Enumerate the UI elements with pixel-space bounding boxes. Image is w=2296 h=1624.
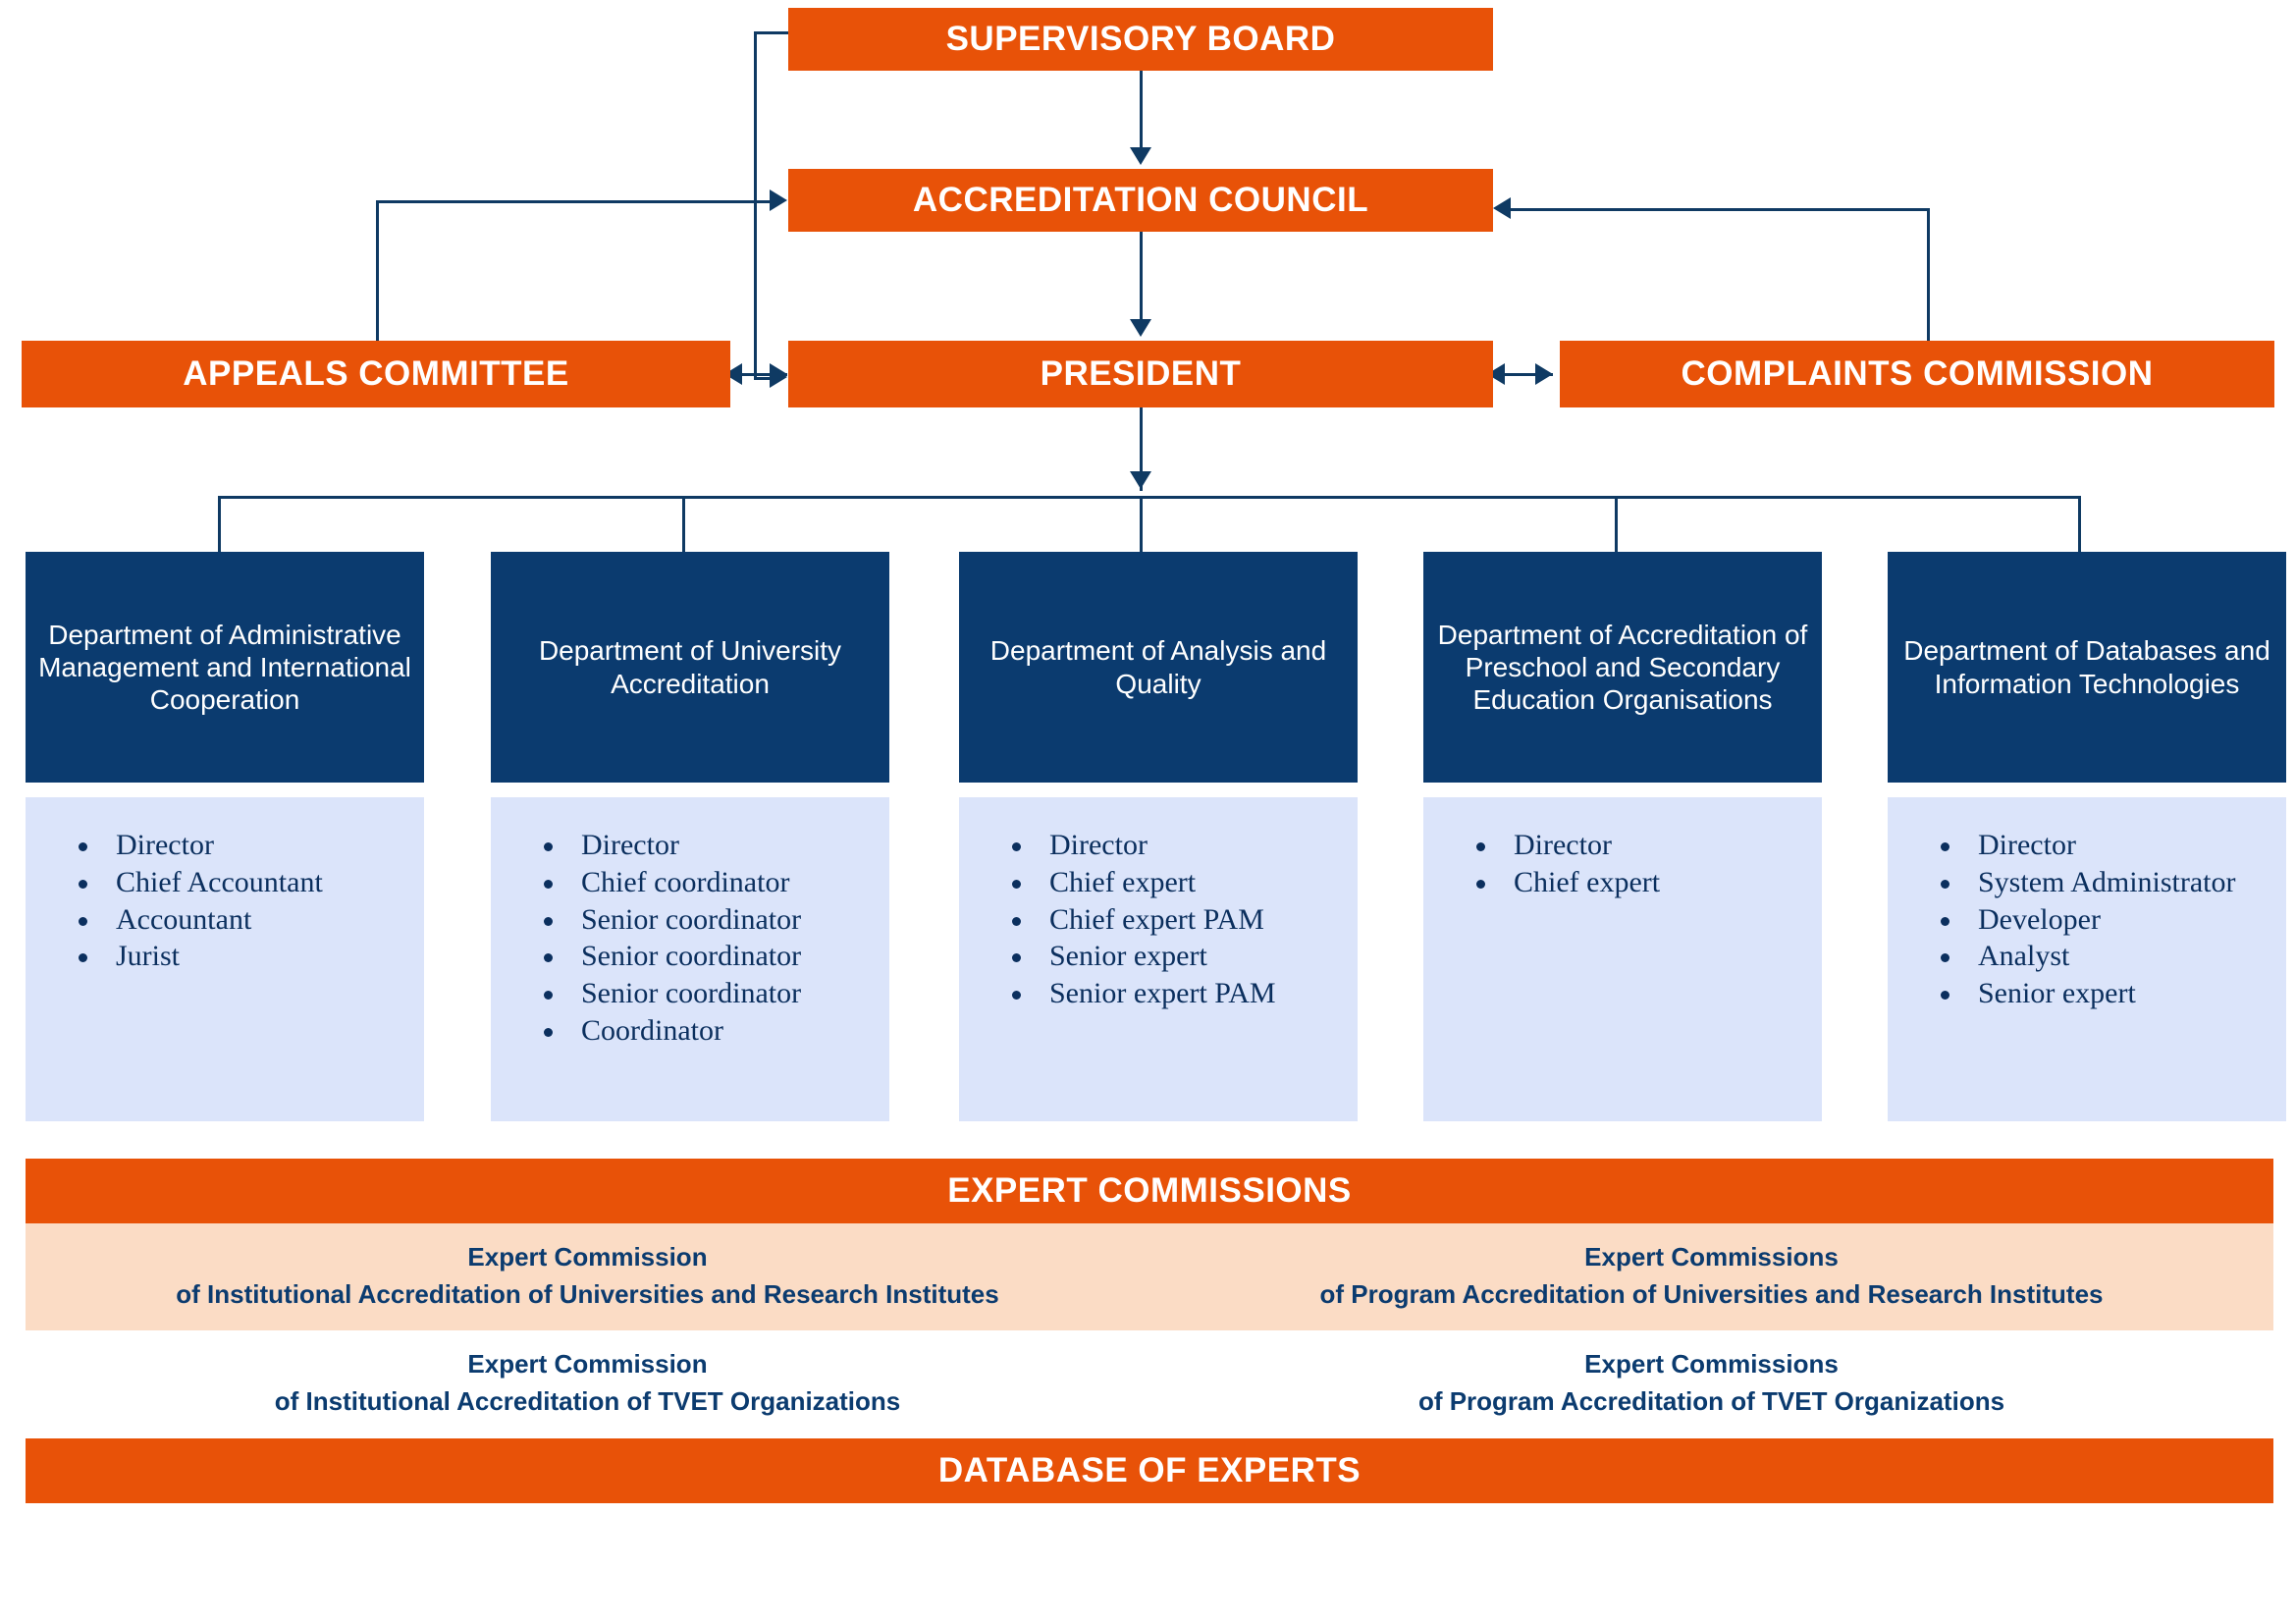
- staff-list-item: Analyst: [1941, 938, 2286, 975]
- commission-line-1: Expert Commission: [467, 1349, 708, 1380]
- connector-appeals-president: [738, 373, 787, 376]
- staff-list-item: Chief expert: [1476, 864, 1822, 901]
- staff-list-item: Director: [79, 827, 424, 864]
- connector-department-bus: [218, 496, 2078, 499]
- connector-board-to-council: [1140, 71, 1143, 147]
- staff-list-item: Chief Accountant: [79, 864, 424, 901]
- staff-list-item: Senior coordinator: [544, 975, 889, 1012]
- connector-complaints-to-council: [1510, 208, 1930, 211]
- staff-list-item: Director: [1941, 827, 2286, 864]
- arrowhead-appeals-to-council: [770, 189, 787, 211]
- connector-president-complaints: [1502, 373, 1553, 376]
- arrowhead-appeals-president-right: [770, 363, 787, 385]
- accreditation-council-box[interactable]: ACCREDITATION COUNCIL: [788, 169, 1493, 232]
- connector-council-to-president: [1140, 232, 1143, 320]
- connector-bus-to-dept-3: [1615, 496, 1618, 553]
- department-box-preschool-secondary-accreditation[interactable]: Department of Accreditation of Preschool…: [1423, 552, 1822, 783]
- president-label: PRESIDENT: [1040, 354, 1242, 393]
- appeals-committee-label: APPEALS COMMITTEE: [183, 354, 569, 393]
- arrowhead-council-to-president: [1130, 319, 1151, 337]
- arrowhead-complaints-to-council: [1493, 197, 1511, 219]
- connector-appeals-to-council: [376, 200, 772, 203]
- appeals-committee-box[interactable]: APPEALS COMMITTEE: [22, 341, 730, 407]
- arrowhead-board-to-council: [1130, 147, 1151, 165]
- commission-line-2: of Program Accreditation of TVET Organiz…: [1417, 1386, 2005, 1417]
- department-title: Department of Databases and Information …: [1903, 635, 2270, 699]
- president-box[interactable]: PRESIDENT: [788, 341, 1493, 407]
- staff-list-item: System Administrator: [1941, 864, 2286, 901]
- connector-bus-to-dept-1: [682, 496, 685, 553]
- commission-row-institutional-universities: Expert Commission of Institutional Accre…: [26, 1223, 2273, 1331]
- connector-board-left-stub: [754, 31, 791, 34]
- staff-list-item: Developer: [1941, 901, 2286, 939]
- commission-line-1: Expert Commissions: [1584, 1242, 1839, 1272]
- department-box-administrative-management[interactable]: Department of Administrative Management …: [26, 552, 424, 783]
- staff-list-item: Senior expert: [1012, 938, 1358, 975]
- arrowhead-president-down: [1130, 471, 1151, 489]
- connector-board-to-president: [754, 377, 772, 380]
- department-box-analysis-and-quality[interactable]: Department of Analysis and Quality: [959, 552, 1358, 783]
- staff-list-item: Senior coordinator: [544, 938, 889, 975]
- staff-list-item: Accountant: [79, 901, 424, 939]
- connector-board-left-down: [754, 31, 757, 380]
- complaints-commission-label: COMPLAINTS COMMISSION: [1681, 354, 2154, 393]
- commission-line-2: of Institutional Accreditation of Univer…: [176, 1278, 999, 1309]
- expert-commissions-section: EXPERT COMMISSIONS Expert Commission of …: [26, 1159, 2273, 1503]
- connector-bus-to-dept-2: [1140, 496, 1143, 553]
- connector-complaints-up: [1927, 208, 1930, 346]
- staff-list-item: Director: [1012, 827, 1358, 864]
- commission-line-1: Expert Commission: [467, 1242, 708, 1272]
- department-box-databases-it[interactable]: Department of Databases and Information …: [1888, 552, 2286, 783]
- arrowhead-president-complaints-right: [1535, 363, 1553, 385]
- connector-appeals-up: [376, 200, 379, 343]
- commission-line-2: of Institutional Accreditation of TVET O…: [274, 1386, 901, 1417]
- supervisory-board-label: SUPERVISORY BOARD: [945, 20, 1336, 58]
- commission-cell-program-universities[interactable]: Expert Commissions of Program Accreditat…: [1149, 1223, 2273, 1331]
- department-title: Department of Analysis and Quality: [989, 635, 1327, 699]
- staff-list-item: Director: [544, 827, 889, 864]
- staff-list-item: Director: [1476, 827, 1822, 864]
- connector-president-down: [1140, 407, 1143, 491]
- accreditation-council-label: ACCREDITATION COUNCIL: [912, 181, 1369, 219]
- expert-commissions-header[interactable]: EXPERT COMMISSIONS: [26, 1159, 2273, 1223]
- commission-cell-institutional-tvet[interactable]: Expert Commission of Institutional Accre…: [26, 1330, 1149, 1438]
- database-of-experts-band[interactable]: DATABASE OF EXPERTS: [26, 1437, 2273, 1503]
- staff-list-item: Chief coordinator: [544, 864, 889, 901]
- staff-list-item: Senior expert: [1941, 975, 2286, 1012]
- staff-list-item: Coordinator: [544, 1012, 889, 1050]
- connector-bus-to-dept-0: [218, 496, 221, 553]
- connector-bus-to-dept-4: [2078, 496, 2081, 553]
- staff-list-item: Senior coordinator: [544, 901, 889, 939]
- commission-line-1: Expert Commissions: [1584, 1349, 1839, 1380]
- department-title: Department of Accreditation of Preschool…: [1437, 619, 1808, 716]
- commission-cell-institutional-universities[interactable]: Expert Commission of Institutional Accre…: [26, 1223, 1149, 1331]
- complaints-commission-box[interactable]: COMPLAINTS COMMISSION: [1560, 341, 2274, 407]
- staff-list-item: Chief expert PAM: [1012, 901, 1358, 939]
- staff-list-item: Chief expert: [1012, 864, 1358, 901]
- supervisory-board-box[interactable]: SUPERVISORY BOARD: [788, 8, 1493, 71]
- department-box-university-accreditation[interactable]: Department of University Accreditation: [491, 552, 889, 783]
- department-title: Department of University Accreditation: [538, 635, 842, 699]
- commission-row-tvet: Expert Commission of Institutional Accre…: [26, 1330, 2273, 1438]
- staff-list-item: Jurist: [79, 938, 424, 975]
- database-of-experts-label: DATABASE OF EXPERTS: [937, 1450, 1362, 1489]
- commission-line-2: of Program Accreditation of Universities…: [1319, 1278, 2104, 1309]
- commission-cell-program-tvet[interactable]: Expert Commissions of Program Accreditat…: [1149, 1330, 2273, 1438]
- staff-list-item: Senior expert PAM: [1012, 975, 1358, 1012]
- expert-commissions-header-label: EXPERT COMMISSIONS: [947, 1171, 1352, 1210]
- department-title: Department of Administrative Management …: [38, 619, 411, 716]
